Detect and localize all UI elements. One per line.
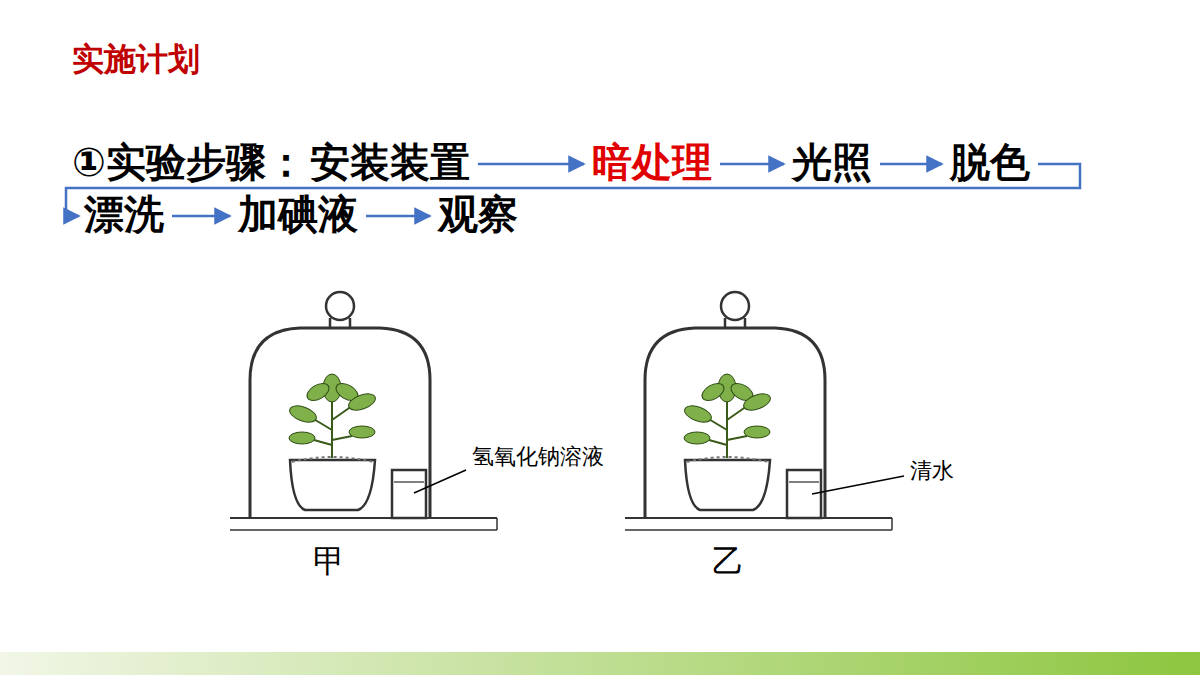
- step-text: 安装装置: [310, 140, 470, 184]
- step-prefix: ①实验步骤：: [72, 140, 306, 184]
- flow-arrow: [366, 215, 430, 218]
- step-text: 光照: [792, 140, 872, 184]
- step-text: 加碘液: [238, 192, 358, 236]
- step-box: 安装装置: [308, 140, 472, 184]
- step-text: 暗处理: [592, 140, 712, 184]
- bell-jar: [230, 292, 497, 530]
- bell-jar: [625, 292, 892, 530]
- step-box: 光照: [790, 140, 874, 184]
- leader-line: [812, 476, 904, 494]
- step-text: 观察: [438, 192, 518, 236]
- flow-arrow: [720, 163, 784, 166]
- figure-label: 甲: [313, 540, 345, 584]
- part-label: 氢氧化钠溶液: [472, 442, 604, 472]
- step-text: 脱色: [950, 140, 1030, 184]
- step-box: 漂洗: [82, 192, 166, 236]
- figure-label: 乙: [712, 540, 744, 584]
- heading: 实施计划: [72, 38, 200, 82]
- part-label: 清水: [910, 456, 954, 486]
- flow-arrow: [478, 163, 584, 166]
- step-box: 观察: [436, 192, 520, 236]
- step-box: 加碘液: [236, 192, 360, 236]
- flow-arrow: [880, 163, 942, 166]
- flow-arrow: [172, 215, 230, 218]
- step-box: 暗处理: [590, 140, 714, 184]
- footer-bar: [0, 652, 1200, 675]
- leader-line: [414, 470, 466, 493]
- step-text: 漂洗: [84, 192, 164, 236]
- step-box: 脱色: [948, 140, 1032, 184]
